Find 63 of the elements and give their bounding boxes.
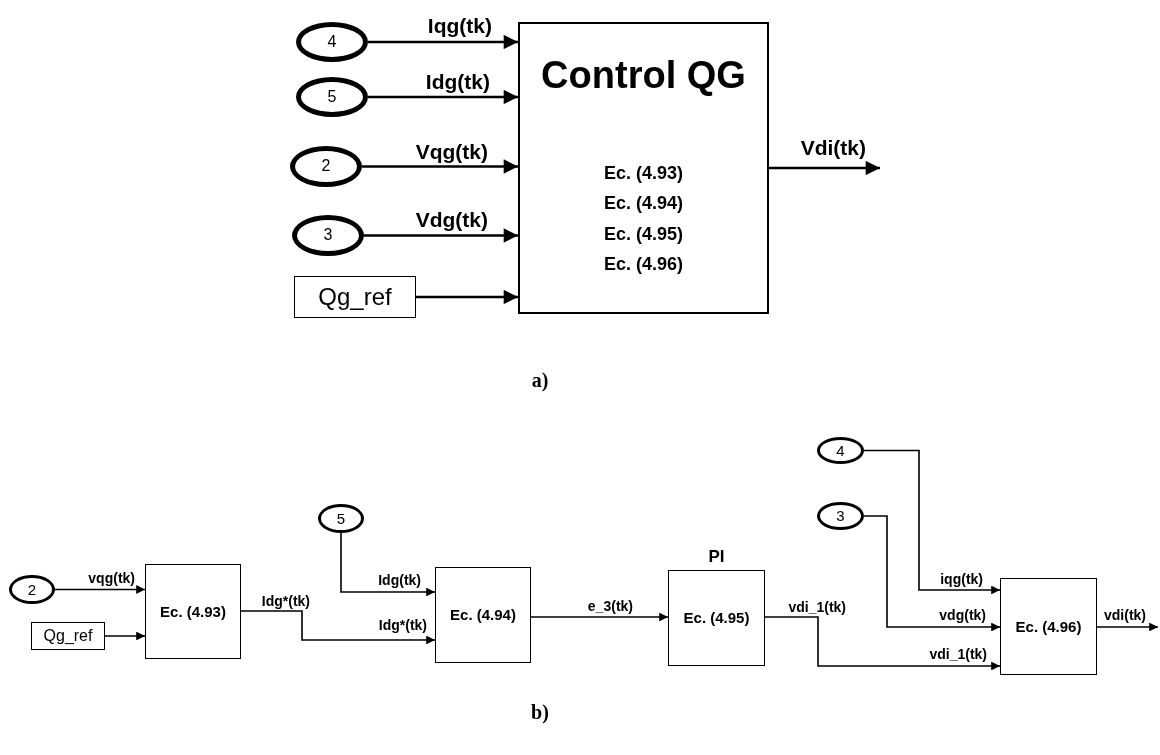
port-number: 3: [836, 507, 845, 525]
signal-arrow: [416, 289, 518, 305]
equation-block: [1000, 578, 1097, 675]
signal-label: Idg*(tk): [261, 594, 310, 608]
port-number: 2: [27, 580, 37, 599]
reference-box: [294, 276, 416, 318]
equation-reference: Ec. (4.94): [450, 606, 516, 624]
signal-label: vdi_1(tk): [929, 647, 987, 661]
signal-label: vdi_1(tk): [788, 600, 846, 614]
port-number: 5: [336, 509, 346, 528]
equation-reference: Ec. (4.93): [603, 161, 683, 185]
signal-arrow: [863, 449, 1001, 595]
equation-reference: Ec. (4.95): [683, 609, 750, 627]
signal-arrow: [1096, 622, 1159, 632]
signal-label: Iqg(tk): [427, 15, 492, 36]
signal-arrow: [769, 160, 880, 176]
port-number: 3: [323, 226, 333, 245]
signal-arrow: [368, 89, 518, 105]
port-ellipse: [817, 437, 864, 464]
signal-arrow: [362, 159, 518, 174]
equation-reference: Ec. (4.96): [1015, 617, 1082, 636]
port-ellipse: [817, 502, 864, 530]
equation-block: [145, 564, 241, 659]
port-ellipse: [318, 504, 364, 533]
panel-label: a): [531, 370, 549, 390]
signal-label: Idg*(tk): [378, 618, 427, 632]
equation-block: [435, 567, 531, 663]
signal-label: Vdi(tk): [800, 137, 866, 158]
signal-arrow: [240, 610, 436, 645]
block-title: Control QG: [541, 54, 746, 98]
equation-reference: Ec. (4.94): [603, 192, 683, 216]
equation-block: [668, 570, 765, 666]
panel-label: b): [531, 702, 549, 722]
signal-label: Idg(tk): [425, 71, 490, 92]
control-block: [518, 22, 769, 314]
reference-label: Qg_ref: [43, 626, 93, 646]
signal-arrow: [104, 631, 146, 641]
reference-box: [31, 622, 105, 650]
equation-reference: Ec. (4.95): [603, 222, 683, 246]
signal-label: Idg(tk): [378, 573, 421, 587]
signal-label: Vqg(tk): [415, 141, 488, 162]
signal-label: vdi(tk): [1104, 608, 1146, 622]
signal-label: Vdg(tk): [415, 209, 488, 230]
port-number: 5: [327, 87, 337, 107]
port-number: 4: [327, 32, 337, 52]
signal-arrow: [764, 616, 1001, 671]
equation-reference: Ec. (4.93): [160, 602, 226, 621]
equation-reference: Ec. (4.96): [603, 253, 683, 277]
block-caption: PI: [708, 548, 725, 565]
signal-label: iqg(tk): [940, 572, 983, 586]
signal-arrow: [863, 515, 1001, 632]
signal-arrow: [54, 585, 146, 594]
signal-arrow: [340, 532, 436, 597]
signal-arrow: [364, 228, 518, 243]
port-ellipse: [9, 575, 55, 604]
port-number: 2: [321, 157, 331, 176]
signal-label: vdg(tk): [939, 608, 986, 622]
port-number: 4: [836, 441, 845, 460]
signal-arrow: [368, 34, 518, 50]
signal-label: e_3(tk): [587, 599, 633, 613]
reference-label: Qg_ref: [318, 283, 392, 311]
signal-arrow: [530, 612, 669, 622]
signal-label: vqg(tk): [88, 571, 135, 585]
